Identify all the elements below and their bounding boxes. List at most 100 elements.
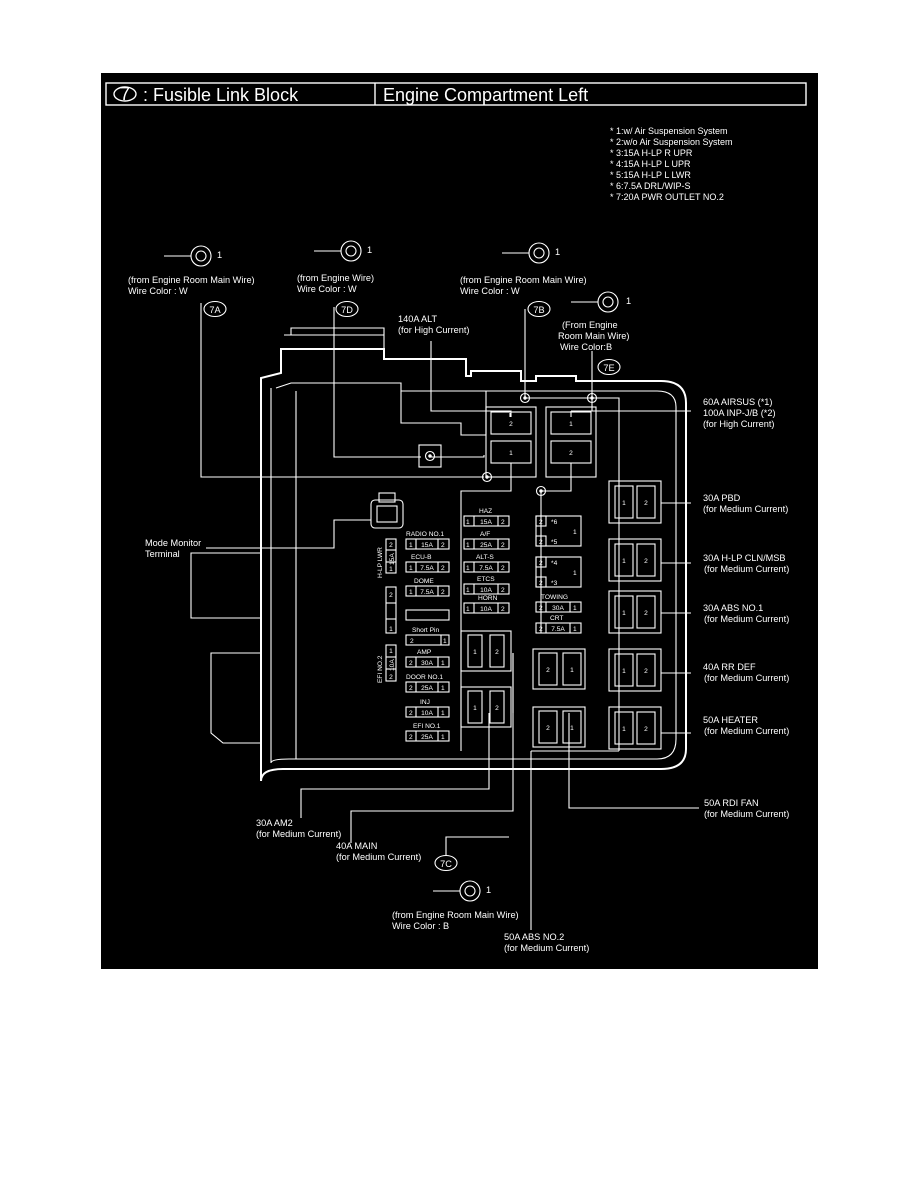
hlp-lwr-fuse-amp: 15A (389, 553, 396, 565)
terminal-7e-id: 7E (603, 363, 614, 373)
terminal-7a-pin: 1 (217, 250, 222, 260)
big-fuse-right-bottom (550, 440, 592, 464)
terminal-7a-color: Wire Color : W (128, 286, 188, 296)
big-fuse-left-bottom (490, 440, 532, 464)
amp-fuse-pin-b: 1 (441, 660, 445, 667)
radio-fuse-pin-a: 1 (409, 542, 413, 549)
efi2-fuse-pin-a: 1 (389, 648, 393, 655)
star-ref-4: *4 (551, 560, 558, 567)
efi1-fuse-amp: 25A (421, 734, 433, 741)
star-ref-6-pin: 2 (539, 519, 543, 526)
ecub-fuse-name: ECU-B (411, 554, 432, 561)
housing-top-shapes (284, 327, 487, 436)
terminal-7e-source-2: Room Main Wire) (558, 331, 629, 341)
af-fuse-name: A/F (480, 531, 490, 538)
horn-fuse-pin-b: 2 (501, 606, 505, 613)
inj-fuse-amp: 10A (421, 710, 433, 717)
dome-fuse-name: DOME (414, 578, 434, 585)
alts-fuse-amp: 7.5A (479, 565, 493, 572)
leader-rdifan (568, 719, 699, 809)
abs2-label: 50A ABS NO.2 (504, 932, 564, 942)
terminal-7a-id: 7A (209, 305, 221, 315)
efi2-fuse (385, 644, 397, 682)
terminal-7b-source: (from Engine Room Main Wire) (460, 275, 587, 285)
inj-fuse-name: INJ (420, 699, 430, 706)
short-pin-pin-a: 2 (410, 638, 414, 645)
leader-mode (206, 519, 371, 549)
door-fuse-pin-a: 2 (409, 685, 413, 692)
block-number: 7 (120, 84, 130, 104)
crt-fuse-pin-b: 1 (573, 626, 577, 633)
left-mini-fuse-frames (405, 538, 450, 742)
block-number-badge (113, 86, 137, 102)
bus-bar-wiring (460, 397, 620, 752)
terminal-7b-pin: 1 (555, 247, 560, 257)
efi1-fuse-name: EFI NO.1 (413, 723, 441, 730)
relay-r2 (460, 686, 512, 728)
abs2-current: (for Medium Current) (504, 943, 589, 953)
vertical-fuse-blank-pin-b: 1 (389, 626, 393, 633)
relay-r3 (532, 648, 586, 690)
crt-fuse-pin-a: 2 (539, 626, 543, 633)
horn-fuse-amp: 10A (480, 606, 492, 613)
hlp-cln-pin-b: 2 (644, 558, 648, 565)
door-fuse-amp: 25A (421, 685, 433, 692)
terminal-7e-color: Wire Color:B (560, 342, 612, 352)
airsus-label: 60A AIRSUS (*1) (703, 397, 772, 407)
amp-fuse-name: AMP (417, 649, 432, 656)
efi2-fuse-name: EFI NO.2 (377, 655, 384, 683)
etcs-fuse-pin-a: 1 (466, 587, 470, 594)
big-fuse-left-housing (485, 406, 537, 478)
airsus-current: (for High Current) (703, 419, 774, 429)
amp-fuse-pin-a: 2 (409, 660, 413, 667)
ecub-fuse-pin-a: 1 (409, 565, 413, 572)
hlp-lwr-fuse-pin-b: 1 (389, 566, 393, 573)
horn-fuse-name: HORN (478, 595, 498, 602)
af-fuse-pin-a: 1 (466, 542, 470, 549)
crt-fuse-amp: 7.5A (551, 626, 565, 633)
terminal-7e-source: (From Engine (562, 320, 618, 330)
hlp-lwr-fuse (385, 538, 397, 574)
terminal-7a-badge (203, 300, 227, 318)
block-housing (260, 348, 687, 782)
pbd-label: 30A PBD (703, 493, 741, 503)
alts-fuse-pin-b: 2 (501, 565, 505, 572)
leader-7a (200, 303, 484, 478)
heater-label: 50A HEATER (703, 715, 758, 725)
haz-fuse-name: HAZ (479, 508, 492, 515)
pbd-pin-a: 1 (622, 500, 626, 507)
relay-r1-pin-b: 2 (495, 649, 499, 656)
abs1-current: (for Medium Current) (704, 614, 789, 624)
big-fuse-left-top (490, 411, 532, 435)
big-fuse-left-top-pin: 2 (509, 421, 513, 428)
haz-fuse-pin-a: 1 (466, 519, 470, 526)
housing-inner (270, 382, 677, 764)
short-pin-pin-b: 1 (443, 638, 447, 645)
leader-7c (445, 836, 509, 855)
terminal-7d-pin: 1 (367, 245, 372, 255)
af-fuse-pin-b: 2 (501, 542, 505, 549)
star-ref-5: *5 (551, 539, 558, 546)
terminal-7c-color: Wire Color : B (392, 921, 449, 931)
vertical-fuse-blank-pin-a: 2 (389, 592, 393, 599)
header-frame (105, 82, 807, 106)
note-item: * 3:15A H-LP R UPR (610, 148, 693, 158)
star-ref-6: *6 (551, 519, 558, 526)
note-item: * 6:7.5A DRL/WIP-S (610, 181, 691, 191)
crt-fuse-name: CRT (550, 615, 563, 622)
hlp-cln-label: 30A H-LP CLN/MSB (703, 553, 786, 563)
relay-r4-pin-b: 1 (570, 725, 574, 732)
rrdef-current: (for Medium Current) (704, 673, 789, 683)
abs1-pin-b: 2 (644, 610, 648, 617)
star-ref-5-pin: 2 (539, 539, 543, 546)
relay-r2-pin-a: 1 (473, 705, 477, 712)
relay-r2-pin-b: 2 (495, 705, 499, 712)
alts-fuse-pin-a: 1 (466, 565, 470, 572)
terminal-7d-id: 7D (341, 305, 353, 315)
terminal-7d-badge (335, 300, 359, 318)
terminal-7c-id: 7C (440, 859, 452, 869)
towing-fuse-amp: 30A (552, 605, 564, 612)
note-item: * 1:w/ Air Suspension System (610, 126, 728, 136)
diagram-canvas: 7 : Fusible Link Block Engine Compartmen… (105, 82, 807, 953)
leader-main (350, 653, 514, 843)
